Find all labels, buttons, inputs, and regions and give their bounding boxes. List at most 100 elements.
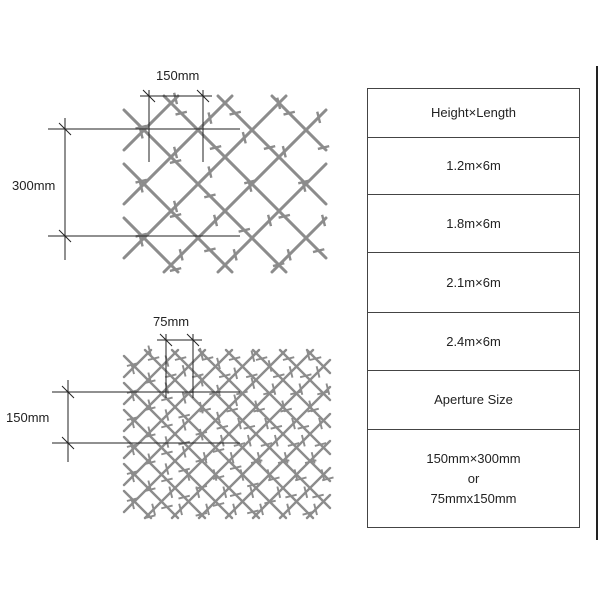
razor-barb	[300, 434, 306, 447]
razor-barb	[318, 417, 323, 430]
razor-barb	[195, 486, 201, 499]
razor-barb	[255, 356, 268, 361]
razor-barb	[312, 493, 324, 499]
razor-barb	[250, 377, 256, 390]
razor-barb	[313, 503, 318, 516]
bottom-width-label: 75mm	[153, 314, 190, 329]
razor-barb	[151, 503, 156, 516]
wire-strand	[122, 348, 153, 379]
razor-barb	[247, 180, 253, 193]
razor-barb	[174, 356, 187, 361]
razor-barb	[207, 166, 213, 179]
razor-barb	[181, 391, 187, 404]
razor-barb	[207, 112, 213, 125]
wire-strand	[122, 94, 288, 260]
razor-barb	[260, 442, 273, 447]
razor-barb	[175, 110, 188, 116]
wire-strand	[224, 412, 332, 520]
razor-barb	[161, 477, 173, 483]
wire-strand	[122, 108, 288, 274]
size-row: 1.2m×6m	[367, 137, 580, 195]
razor-barb	[267, 360, 273, 372]
razor-barb	[164, 436, 170, 448]
razor-barb	[312, 248, 325, 254]
razor-barb	[283, 451, 289, 464]
wire-strand	[270, 216, 328, 274]
aperture-values: 150mm×300mm or 75mmx150mm	[367, 429, 580, 528]
size-row: 1.8m×6m	[367, 194, 580, 253]
razor-barb	[161, 423, 173, 429]
razor-barb	[147, 399, 153, 412]
mesh-panel-75x150	[122, 345, 334, 520]
razor-barb	[276, 97, 282, 110]
razor-barb	[281, 145, 287, 158]
razor-barb	[147, 453, 153, 466]
razor-barb	[241, 131, 247, 144]
razor-barb	[237, 417, 242, 430]
razor-barb	[266, 469, 272, 481]
razor-barb	[246, 482, 259, 488]
razor-barb	[218, 373, 231, 379]
razor-barb	[178, 413, 191, 419]
razor-barb	[229, 451, 235, 464]
razor-barb	[135, 178, 148, 184]
page-edge-line	[596, 66, 598, 540]
razor-barb	[216, 424, 229, 430]
top-height-label: 300mm	[12, 178, 56, 193]
razor-barb	[181, 418, 187, 431]
wire-strand	[122, 348, 234, 460]
razor-barb	[147, 356, 160, 361]
razor-barb	[161, 450, 173, 456]
razor-barb	[303, 486, 309, 499]
razor-barb	[212, 502, 225, 507]
razor-barb	[178, 248, 184, 261]
razor-barb	[164, 409, 170, 421]
razor-barb	[280, 407, 293, 413]
razor-barb	[222, 486, 228, 499]
razor-barb	[281, 400, 287, 413]
razor-barb	[233, 394, 239, 407]
razor-barb	[147, 480, 153, 493]
wire-strand	[122, 435, 207, 520]
razor-barb	[233, 442, 246, 447]
razor-barb	[243, 424, 256, 430]
razor-barb	[181, 445, 187, 458]
razor-barb	[238, 227, 251, 233]
aperture-line: 75mmx150mm	[430, 490, 517, 506]
wire-strand	[122, 348, 207, 433]
razor-barb	[130, 443, 135, 456]
razor-barb	[316, 111, 322, 124]
razor-barb	[246, 509, 259, 515]
razor-barb	[147, 426, 153, 439]
razor-barb	[198, 347, 204, 360]
razor-barb	[178, 494, 191, 500]
razor-barb	[270, 424, 283, 430]
razor-barb	[229, 492, 242, 498]
razor-barb	[178, 467, 191, 473]
razor-barb	[286, 503, 291, 516]
razor-barb	[264, 417, 269, 430]
razor-barb	[245, 373, 258, 379]
razor-barb	[228, 356, 241, 361]
razor-barb	[181, 364, 187, 377]
razor-barb	[308, 400, 314, 413]
wire-strand	[162, 94, 328, 260]
aperture-line: or	[467, 470, 480, 486]
wire-strand	[251, 348, 332, 429]
razor-barb	[226, 407, 239, 413]
razor-barb	[309, 356, 322, 361]
razor-barb	[254, 400, 260, 413]
razor-barb	[212, 448, 225, 453]
razor-barb	[130, 470, 135, 483]
razor-barb	[291, 417, 296, 430]
razor-barb	[249, 486, 255, 499]
razor-barb	[212, 214, 219, 227]
razor-barb	[178, 503, 183, 516]
razor-barb	[216, 411, 221, 424]
razor-barb	[229, 465, 242, 471]
razor-barb	[229, 110, 242, 116]
razor-barb	[172, 146, 179, 159]
razor-barb	[256, 451, 262, 464]
razor-barb	[169, 266, 182, 273]
